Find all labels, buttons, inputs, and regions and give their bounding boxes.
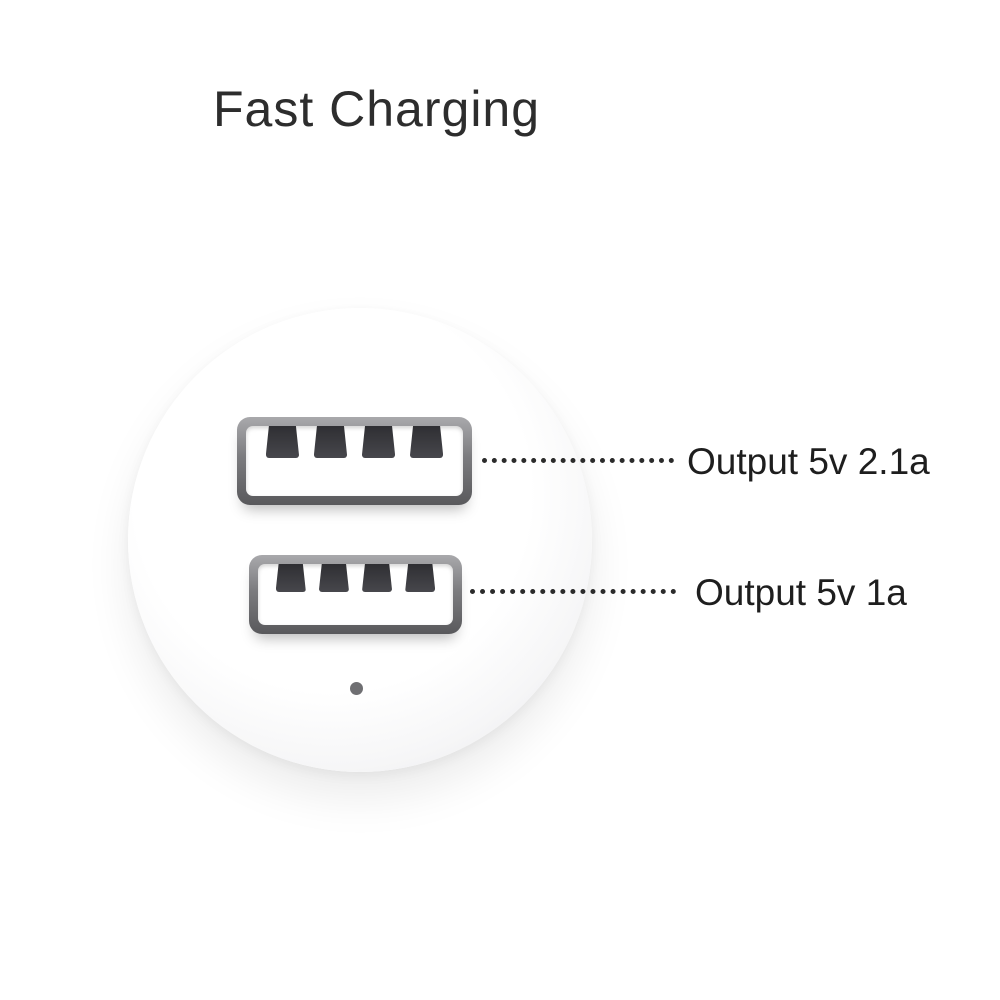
usb-pin (405, 564, 436, 593)
usb-pins-top (265, 426, 444, 459)
usb-pin (361, 426, 396, 459)
led-indicator (350, 682, 363, 695)
usb-port-top (237, 417, 472, 505)
usb-port-bottom-inner (258, 564, 453, 625)
charger-body (128, 308, 592, 772)
usb-port-top-inner (246, 426, 463, 496)
usb-pin (275, 564, 306, 593)
usb-port-bottom (249, 555, 462, 634)
leader-line-bottom (470, 589, 676, 594)
usb-pins-bottom (275, 564, 436, 593)
usb-pin (318, 564, 350, 593)
annotation-output-1a: Output 5v 1a (695, 572, 907, 613)
annotation-output-2-1a: Output 5v 2.1a (687, 441, 930, 482)
leader-line-top (482, 458, 674, 463)
usb-pin (313, 426, 348, 459)
usb-pin (361, 564, 393, 593)
usb-pin (265, 426, 300, 459)
page-title: Fast Charging (213, 81, 541, 137)
usb-pin (409, 426, 444, 459)
